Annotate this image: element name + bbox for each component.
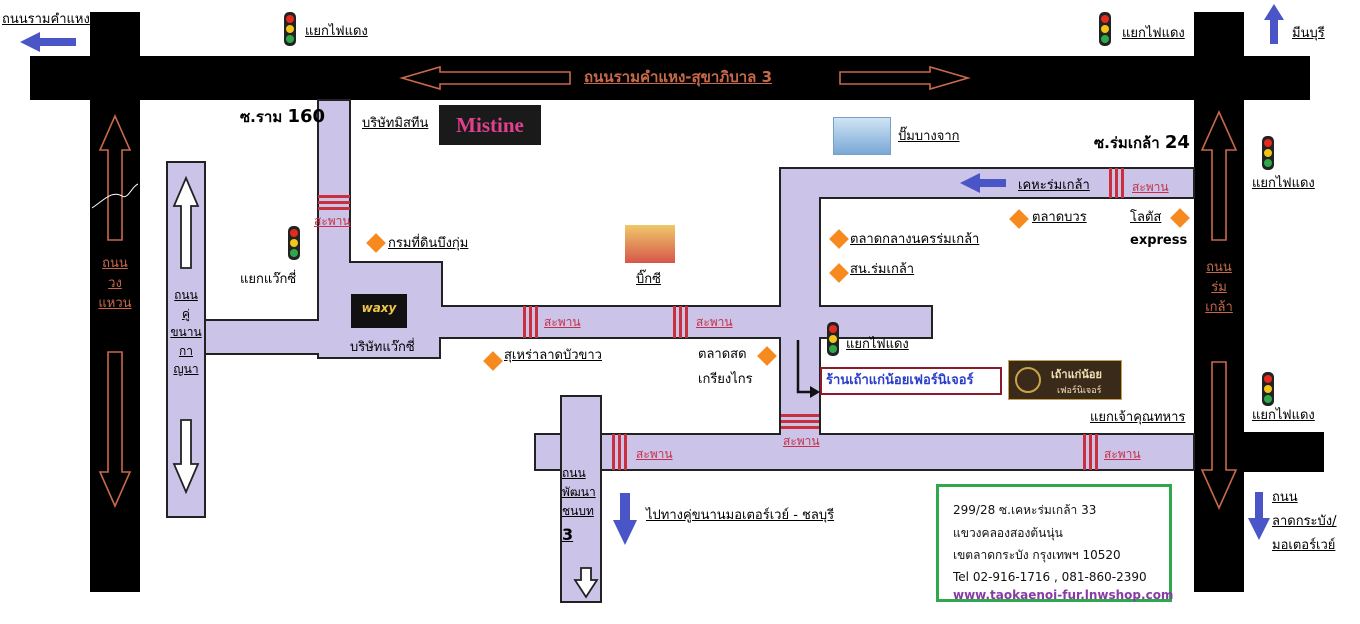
kanchana-label-2: คู่ <box>181 306 191 321</box>
traffic-light-icon <box>1259 370 1277 408</box>
romklao-road-label-3: เกล้า <box>1205 300 1233 316</box>
direction-arrows <box>98 65 1238 510</box>
pattana-label-2: พัฒนา <box>562 485 596 500</box>
mistine-company-label: บริษัทมิสทีน <box>362 116 429 131</box>
mistine-logo: Mistine <box>439 105 541 145</box>
address-box: 299/28 ซ.เคหะร่มเกล้า 33 แขวงคลองสองต้นน… <box>936 484 1174 602</box>
keha-label: เคหะร่มเกล้า <box>1018 178 1090 193</box>
traffic-light-icon <box>281 10 299 48</box>
romklao-road-label-2: ร่ม <box>1211 280 1227 296</box>
arrow-left-keha <box>960 173 1006 193</box>
waxy-company-label: บริษัทแว๊กซี่ <box>350 340 415 355</box>
ring-road-label-1: ถนน <box>102 256 128 271</box>
fresh-market-label-2: เกรียงไกร <box>698 372 753 387</box>
gas-station-image <box>833 117 891 155</box>
logo-emblem-icon <box>1015 367 1041 393</box>
ring-road-label: ถนน วง แหวน <box>92 254 138 314</box>
arrow-down-motorway <box>613 493 637 545</box>
pattana-label-3: ชนบท <box>562 504 594 519</box>
waxy-logo: waxy <box>351 294 407 328</box>
arrow-left-top <box>20 32 76 52</box>
ring-road-label-3: แหวน <box>98 296 132 312</box>
bridge-label: สะพาน <box>1132 180 1169 194</box>
shop-name-box: ร้านเถ้าแก่น้อยเฟอร์นิเจอร์ <box>820 367 1002 395</box>
romklao-road-label: ถนน ร่ม เกล้า <box>1196 258 1242 318</box>
kanchana-road-label: ถนน คู่ ขนาน กา ญนา <box>168 286 204 379</box>
motorway-direction-label: ไปทางคู่ขนานมอเตอร์เวย์ - ชลบุรี <box>646 508 835 523</box>
soi-ram-number: 160 <box>287 106 326 127</box>
central-market-label: ตลาดกลางนครร่มเกล้า <box>850 232 980 247</box>
bridge-label: สะพาน <box>1104 447 1141 461</box>
address-line-3: เขตลาดกระบัง กรุงเทพฯ 10520 <box>953 548 1121 562</box>
land-dept-label: กรมที่ดินบึงกุ่ม <box>388 236 469 251</box>
traffic-light-icon <box>285 224 303 262</box>
bridge-label: สะพาน <box>783 434 820 448</box>
lotus-express-label: express <box>1130 233 1188 248</box>
bridge-label: สะพาน <box>544 315 581 329</box>
waxy-junction-label: แยกแว๊กซี่ <box>240 272 297 287</box>
junction-label: แยกไฟแดง <box>1252 176 1315 191</box>
ring-road <box>90 12 140 592</box>
bigc-image <box>625 225 675 263</box>
logo-text-2: เฟอร์นิเจอร์ <box>1057 386 1102 396</box>
police-label: สน.ร่มเกล้า <box>850 262 915 277</box>
top-left-road-label: ถนนรามคำแหง <box>2 12 90 27</box>
kanchana-label-5: ญนา <box>173 362 199 377</box>
arrow-up-minburi <box>1264 4 1284 44</box>
lower-right-road <box>1244 432 1324 472</box>
address-line-1: 299/28 ซ.เคหะร่มเกล้า 33 <box>953 503 1097 517</box>
traffic-light-icon <box>1096 10 1114 48</box>
kanchana-label-4: กา <box>178 343 193 358</box>
junction-label: แยกไฟแดง <box>1122 26 1185 41</box>
bowon-market-label: ตลาดบวร <box>1032 210 1087 225</box>
main-top-road <box>30 56 1310 100</box>
junction-label: แยกไฟแดง <box>305 24 368 39</box>
ladkrabang-label-2: ลาดกระบัง/ <box>1272 514 1337 530</box>
lotus-label: โลตัส <box>1130 210 1162 225</box>
bridge-label: สะพาน <box>636 447 673 461</box>
bridge-label: สะพาน <box>314 214 351 228</box>
chaokhun-junction-label: แยกเจ้าคุณทหาร <box>1090 410 1186 425</box>
bridge-marks <box>318 168 1124 470</box>
soi-romklao-prefix: ซ.ร่มเกล้า <box>1094 134 1160 152</box>
fresh-market-label: ตลาดสด <box>698 347 747 362</box>
address-line-2: แขวงคลองสองต้นนุ่น <box>953 525 1063 540</box>
kanchana-label-1: ถนน <box>174 288 198 302</box>
junction-label: แยกไฟแดง <box>1252 408 1315 423</box>
romklao-road <box>1194 12 1244 592</box>
suhra-label: สุเหร่าลาดบัวขาว <box>504 348 602 363</box>
ladkrabang-label-3: มอเตอร์เวย์ <box>1272 538 1336 554</box>
soi-ram-label: ซ.ราม 160 <box>240 106 325 128</box>
pattana-label-1: ถนน <box>562 466 586 480</box>
waxy-connector <box>204 99 1195 435</box>
ring-road-label-2: วง <box>108 276 122 292</box>
main-road-label: ถนนรามคำแหง-สุขาภิบาล 3 <box>584 68 773 86</box>
romklao-road-label-1: ถนน <box>1206 260 1232 275</box>
ladkrabang-road-label: ถนน ลาดกระบัง/ มอเตอร์เวย์ <box>1272 486 1337 558</box>
traffic-light-icon <box>824 320 842 358</box>
kanchana-label-3: ขนาน <box>170 325 202 340</box>
arrow-down-ladkrabang <box>1248 492 1270 540</box>
minburi-label: มีนบุรี <box>1292 26 1325 41</box>
ladkrabang-label-1: ถนน <box>1272 490 1298 505</box>
soi-ram-prefix: ซ.ราม <box>240 108 283 126</box>
pattana-label-4: 3 <box>562 524 574 544</box>
soi-romklao-label: ซ.ร่มเกล้า 24 <box>1094 132 1190 154</box>
pattana-road-label: ถนน พัฒนา ชนบท 3 <box>562 464 600 547</box>
address-tel: Tel 02-916-1716 , 081-860-2390 <box>953 569 1147 584</box>
logo-text-1: เถ้าแก่น้อย <box>1051 368 1102 381</box>
taokaenoi-logo: เถ้าแก่น้อย เฟอร์นิเจอร์ <box>1008 360 1122 400</box>
pump-label: ปั๊มบางจาก <box>898 129 960 144</box>
address-web[interactable]: www.taokaenoi-fur.lnwshop.com <box>953 587 1174 602</box>
bigc-label: บิ๊กซี <box>636 272 661 287</box>
junction-label: แยกไฟแดง <box>846 337 909 352</box>
traffic-light-icon <box>1259 134 1277 172</box>
bridge-label: สะพาน <box>696 315 733 329</box>
soi-romklao-number: 24 <box>1164 132 1190 153</box>
